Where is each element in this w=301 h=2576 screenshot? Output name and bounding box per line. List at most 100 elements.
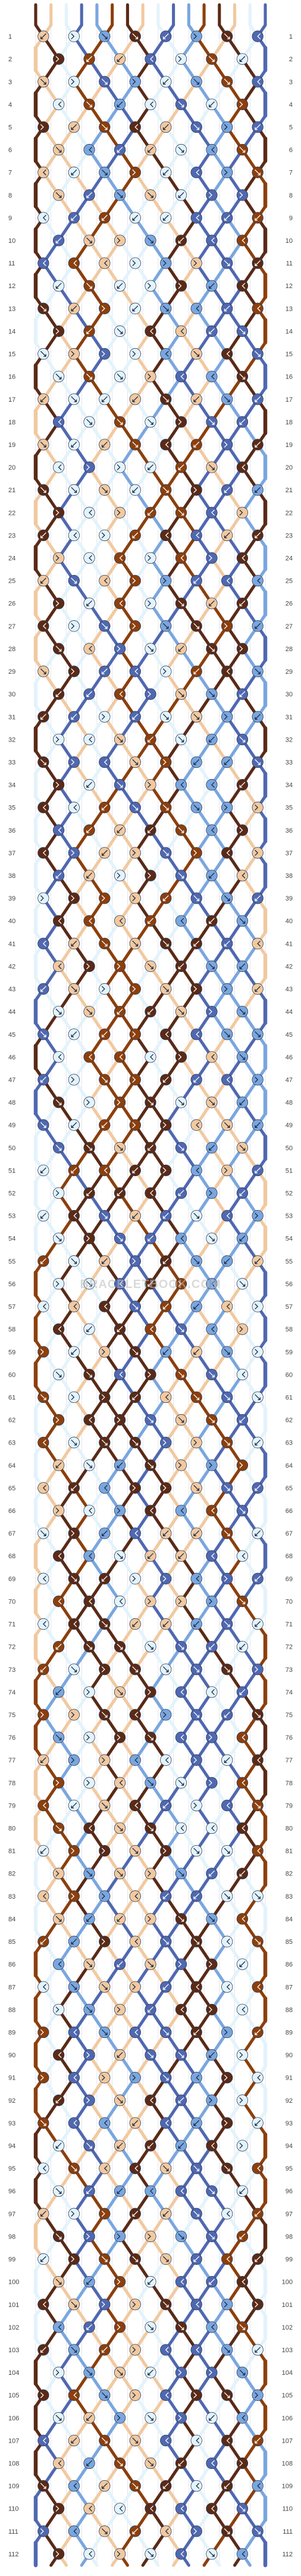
knot: [68, 302, 80, 315]
knot: [114, 1414, 126, 1426]
knot: [221, 1890, 233, 1902]
knot: [114, 2230, 126, 2243]
knot: [114, 1640, 126, 1653]
knot: [190, 1119, 202, 1131]
knot: [83, 235, 95, 246]
knot: [175, 1958, 187, 1970]
knot: [252, 665, 264, 677]
knot: [114, 1096, 126, 1108]
knot: [114, 325, 126, 337]
knot: [99, 1890, 111, 1902]
knot: [145, 643, 156, 655]
knot: [160, 937, 172, 950]
knot: [68, 257, 80, 269]
knot: [221, 393, 233, 405]
knot: [160, 2208, 172, 2220]
knot: [221, 302, 233, 315]
knot: [83, 98, 95, 111]
knot: [206, 1233, 218, 1245]
knot: [99, 1164, 111, 1177]
knot: [145, 2094, 156, 2106]
knot: [114, 461, 126, 473]
knot: [190, 1300, 202, 1312]
knot: [221, 756, 233, 768]
knot: [83, 960, 95, 973]
knot: [37, 348, 49, 360]
knot: [129, 2026, 141, 2039]
knot: [206, 2094, 218, 2106]
knot: [175, 1096, 187, 1108]
knot: [145, 2140, 156, 2152]
knot: [221, 1391, 233, 1403]
knot: [190, 257, 202, 269]
knot: [175, 1187, 187, 1199]
knot: [114, 1323, 126, 1335]
knot: [83, 870, 95, 881]
knot: [52, 1459, 65, 1471]
knot: [175, 1233, 187, 1245]
knot: [145, 2230, 156, 2243]
knot: [68, 1255, 80, 1267]
knot: [68, 2026, 80, 2039]
knot: [114, 552, 126, 564]
knot: [175, 507, 187, 518]
knot: [190, 212, 202, 224]
knot: [83, 1323, 95, 1335]
knot: [175, 1913, 187, 1925]
knot: [206, 1822, 218, 1834]
knot: [190, 484, 202, 496]
knot: [206, 98, 218, 111]
knot: [99, 1618, 111, 1630]
knot: [221, 2117, 233, 2129]
knot: [236, 1595, 249, 1608]
knot: [236, 1368, 249, 1381]
knot: [99, 711, 111, 723]
knot: [114, 1868, 126, 1880]
knot: [252, 529, 264, 542]
knot: [221, 484, 233, 496]
knot: [37, 30, 49, 42]
knot: [221, 2208, 233, 2220]
knot: [52, 1958, 65, 1970]
knot: [68, 1164, 80, 1177]
knot: [129, 1573, 141, 1585]
knot: [68, 1346, 80, 1358]
knot: [190, 802, 202, 814]
knot: [221, 711, 233, 723]
knot: [236, 235, 249, 246]
knot: [252, 1664, 264, 1675]
knot: [145, 1368, 156, 1381]
knot: [252, 1799, 264, 1812]
knot: [190, 2117, 202, 2129]
knot: [52, 189, 65, 201]
knot: [37, 393, 49, 405]
knot: [160, 1346, 172, 1358]
knot: [175, 461, 187, 473]
knot: [37, 1845, 49, 1857]
knot: [52, 98, 65, 111]
knot: [129, 1709, 141, 1721]
knot: [52, 507, 65, 518]
knot: [83, 1233, 95, 1245]
knot: [252, 2117, 264, 2129]
knot: [68, 620, 80, 632]
knot: [190, 756, 202, 768]
knot: [160, 257, 172, 269]
knot: [68, 439, 80, 451]
knot: [160, 983, 172, 995]
knot: [190, 302, 202, 315]
knot: [175, 1640, 187, 1653]
knot: [145, 1777, 156, 1789]
knot: [236, 1187, 249, 1199]
knot: [175, 416, 187, 428]
knot: [190, 1754, 202, 1766]
knot: [160, 529, 172, 542]
knot: [190, 1209, 202, 1222]
knot: [83, 1005, 95, 1018]
knot: [52, 960, 65, 973]
knot: [252, 1890, 264, 1902]
knot: [160, 847, 172, 859]
knot: [68, 756, 80, 768]
knot: [129, 2208, 141, 2220]
knot: [206, 143, 218, 156]
